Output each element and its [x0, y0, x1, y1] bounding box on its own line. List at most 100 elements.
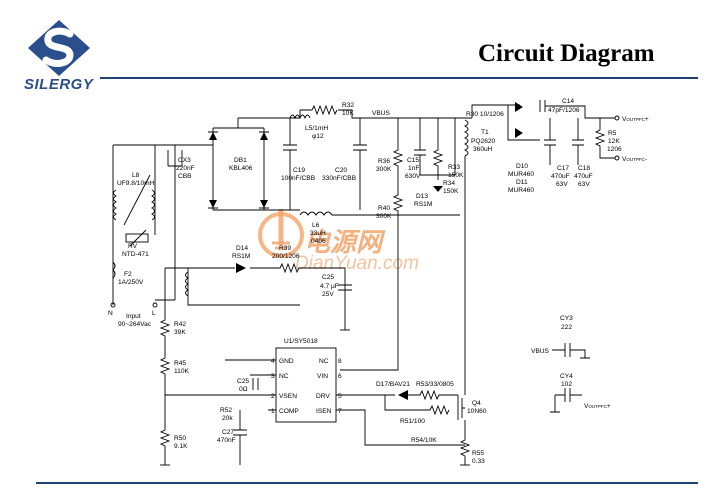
label-q4: Q4 [472, 400, 481, 407]
pin-4: 4 [271, 358, 275, 365]
label-r5-size: 1206 [607, 146, 622, 153]
label-c20-value: 330nF/CBB [322, 175, 357, 182]
vout-pos-sign: + [645, 116, 649, 123]
label-l6-value: 33uH [310, 230, 326, 237]
wire-top-rail [238, 109, 472, 119]
label-r50: R50 [174, 435, 186, 442]
label-d13: D13 [416, 193, 428, 200]
terminal-n [110, 302, 116, 308]
label-r52-value: 20k [222, 415, 233, 422]
pin-8: 8 [338, 358, 342, 365]
label-u1: U1/SY5018 [284, 338, 318, 345]
vout-pos-v: V [622, 116, 627, 123]
cy4-node-sub: OUTPFC [588, 404, 607, 409]
brand-name: SILERGY [24, 76, 94, 93]
c17-capacitor [544, 118, 556, 165]
label-r55-value: 0.33 [472, 458, 485, 465]
d17-diode [398, 390, 408, 400]
label-d17: D17/BAV21 [376, 381, 410, 388]
label-input: Input [126, 313, 141, 320]
pin-isen-label: ISEN [316, 408, 332, 415]
db1-diode-3 [209, 200, 217, 208]
label-c18: C18 [578, 165, 590, 172]
u1-left-pins [165, 359, 276, 411]
label-r5-value: 12K [608, 138, 620, 145]
label-c20: C20 [335, 167, 347, 174]
r5-resistor [594, 118, 615, 159]
cy4-node-sign: + [607, 403, 611, 410]
pin-nc-label-left: NC [279, 373, 289, 380]
db1-diode-4 [260, 200, 268, 208]
pin-7: 7 [338, 408, 342, 415]
pin-5: 5 [338, 393, 342, 400]
label-l6-type: 0406 [311, 238, 326, 245]
footer-rule [36, 482, 698, 484]
label-d11: D11 [516, 179, 528, 186]
logo-s-mark [42, 27, 74, 67]
label-c19: C19 [293, 167, 305, 174]
label-r36-value: 300K [376, 166, 392, 173]
db1-diode-bars [208, 131, 269, 209]
pin-gnd-label: GND [279, 358, 294, 365]
label-r34: R34 [443, 180, 455, 187]
label-d13-value: RS1M [414, 201, 432, 208]
vout-neg-sub: OUTPFC [626, 157, 645, 162]
label-l8: L8 [132, 172, 140, 179]
f2-fuse [112, 261, 116, 279]
label-vbus: VBUS [372, 110, 391, 117]
vout-neg-sign: - [645, 156, 647, 163]
d13-diode [433, 186, 443, 192]
label-cy4-node: VOUTPFC+ [584, 403, 611, 410]
watermark-site: DianYuan.com [295, 253, 419, 274]
label-d10: D10 [516, 163, 528, 170]
label-r40: R40 [378, 205, 390, 212]
label-c25b: C25 [237, 378, 249, 385]
label-l5: L5/1mH [305, 125, 328, 132]
db1-diode-2 [260, 132, 268, 140]
c18-capacitor [572, 118, 584, 165]
r33-resistor [432, 118, 444, 180]
label-c25-value: 4.7 μF [320, 283, 339, 290]
label-c14-value: 47pF/1206 [548, 107, 580, 114]
vout-pos-terminal [614, 115, 620, 121]
label-t1-value: 360uH [473, 146, 493, 153]
label-cy3: CY3 [560, 315, 573, 322]
header-rule [100, 77, 698, 79]
label-l8-value: UF9.8/10mH [117, 180, 155, 187]
rv-slash [129, 229, 147, 247]
label-d14: D14 [236, 245, 248, 252]
label-f2: F2 [124, 271, 132, 278]
label-f2-value: 1A/250V [118, 279, 144, 286]
label-r50-value: 9.1K [174, 443, 188, 450]
rv-varistor [125, 233, 149, 243]
label-r33: R33 [448, 164, 460, 171]
label-r45-value: 110K [174, 368, 190, 375]
label-cx3: CX3 [178, 157, 191, 164]
label-cx3-type: CBB [178, 173, 192, 180]
label-r36: R36 [378, 158, 390, 165]
label-c15-value: 1nF [408, 165, 419, 172]
pin-comp-label: COMP [279, 408, 299, 415]
label-r42: R42 [174, 321, 186, 328]
u1-right-pins [336, 394, 465, 446]
label-db1-value: KBL406 [229, 165, 253, 172]
label-l5-size: φ12 [312, 133, 324, 140]
pin-2: 2 [271, 393, 275, 400]
pin-vsen-label: VSEN [279, 393, 297, 400]
label-c14: C14 [562, 98, 574, 105]
label-terminal-n: N [108, 310, 113, 317]
label-d14-value: RS1M [232, 253, 250, 260]
wire-aux [165, 262, 346, 330]
label-r32: R32 [342, 102, 354, 109]
label-c17-value: 470uF [551, 173, 570, 180]
cx3-symbol [167, 150, 183, 167]
d14-diode [236, 263, 246, 273]
l5-inductor [289, 114, 311, 120]
db1-bridge-frame [212, 127, 265, 211]
label-d11-value: MUR460 [508, 187, 534, 194]
gate-drive [372, 389, 458, 401]
label-r30: R30 10/1206 [466, 111, 504, 118]
label-r53: R53/33/0805 [416, 381, 454, 388]
pin-1: 1 [271, 408, 275, 415]
